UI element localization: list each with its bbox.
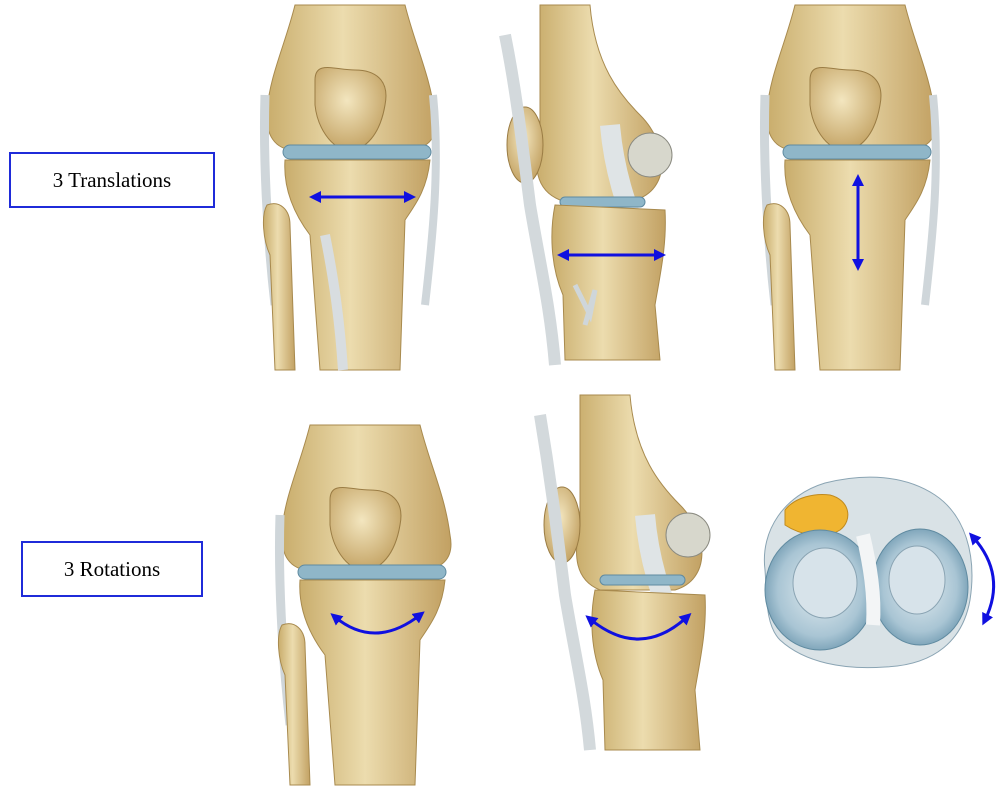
lateral-knee-translation-ap <box>495 5 685 365</box>
anterior-knee-translation-vertical <box>755 5 955 370</box>
rotations-label: 3 Rotations <box>64 557 160 582</box>
lateral-knee-rotation-sagittal <box>520 395 720 755</box>
tibial-plateau-axial-rotation <box>745 475 996 675</box>
rotations-label-box: 3 Rotations <box>21 541 203 597</box>
translations-label: 3 Translations <box>53 168 171 193</box>
anterior-knee-translation-x <box>255 5 445 370</box>
translations-label-box: 3 Translations <box>9 152 215 208</box>
anterior-knee-rotation-coronal <box>270 425 470 785</box>
